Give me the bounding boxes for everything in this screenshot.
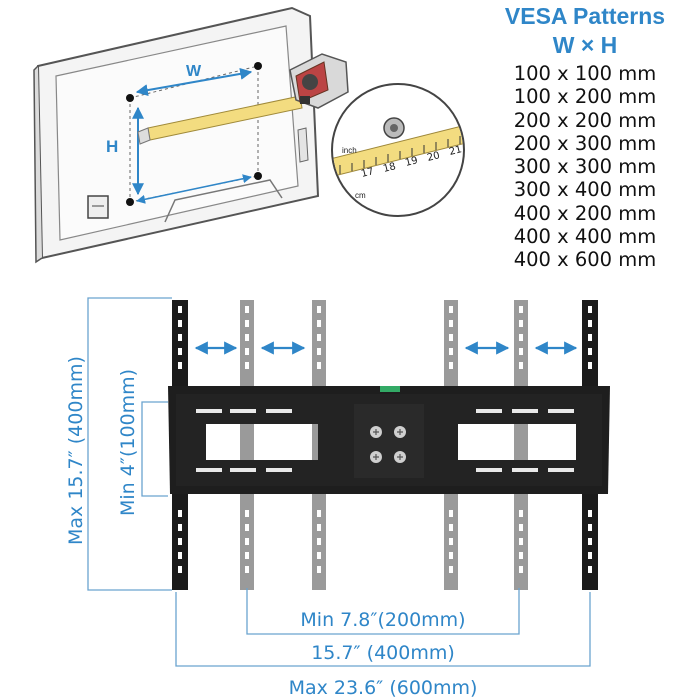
mount-hole xyxy=(126,198,134,206)
width-label: W xyxy=(186,63,202,80)
tape-number: 17 xyxy=(360,166,375,180)
vesa-pattern-item: 400 x 200 mm xyxy=(513,201,657,225)
min-width-label: Min 7.8″(200mm) xyxy=(300,609,465,631)
vesa-pattern-item: 400 x 600 mm xyxy=(513,248,657,272)
max-width-label: Max 23.6″ (600mm) xyxy=(289,677,478,699)
vesa-pattern-item: 300 x 300 mm xyxy=(513,155,657,179)
mount-hole xyxy=(254,62,262,70)
mid-width-label: 15.7″ (400mm) xyxy=(311,642,455,664)
width-arrow-bottom xyxy=(136,174,252,204)
tape-measure-icon xyxy=(289,53,349,109)
vesa-title: VESA Patterns xyxy=(504,3,666,29)
center-screws xyxy=(370,426,406,463)
vesa-pattern-item: 200 x 300 mm xyxy=(513,131,657,155)
dimension-lines xyxy=(87,297,591,667)
wall-bracket xyxy=(168,300,610,590)
tape-number: 21 xyxy=(448,144,463,158)
tape-number: 19 xyxy=(404,155,419,169)
vesa-pattern-item: 200 x 200 mm xyxy=(513,108,657,132)
mount-hole xyxy=(126,94,134,102)
tape-cm-label: cm xyxy=(355,191,366,200)
vesa-pattern-item: 300 x 400 mm xyxy=(513,178,657,202)
vesa-pattern-item: 100 x 200 mm xyxy=(513,85,657,109)
tv-back-illustration: W H xyxy=(33,6,349,264)
width-arrow xyxy=(135,67,253,97)
max-height-label: Max 15.7″ (400mm) xyxy=(65,356,87,545)
tape-magnifier: 17 18 19 20 21 inch cm xyxy=(331,83,465,217)
height-label: H xyxy=(106,137,118,156)
tape-number: 20 xyxy=(426,150,441,164)
bubble-level xyxy=(380,386,400,392)
bracket-cutout-left xyxy=(206,424,318,460)
tape-inch-label: inch xyxy=(342,146,357,155)
vesa-pattern-item: 100 x 100 mm xyxy=(513,62,657,85)
vesa-subtitle: W × H xyxy=(552,32,618,58)
center-plate xyxy=(354,404,424,478)
tape-number: 18 xyxy=(382,161,397,175)
mount-hole xyxy=(254,172,262,180)
vesa-pattern-list: 100 x 100 mm 100 x 200 mm 200 x 200 mm 2… xyxy=(500,62,670,272)
vesa-pattern-item: 400 x 400 mm xyxy=(513,225,657,249)
min-height-label: Min 4″(100mm) xyxy=(117,369,139,516)
